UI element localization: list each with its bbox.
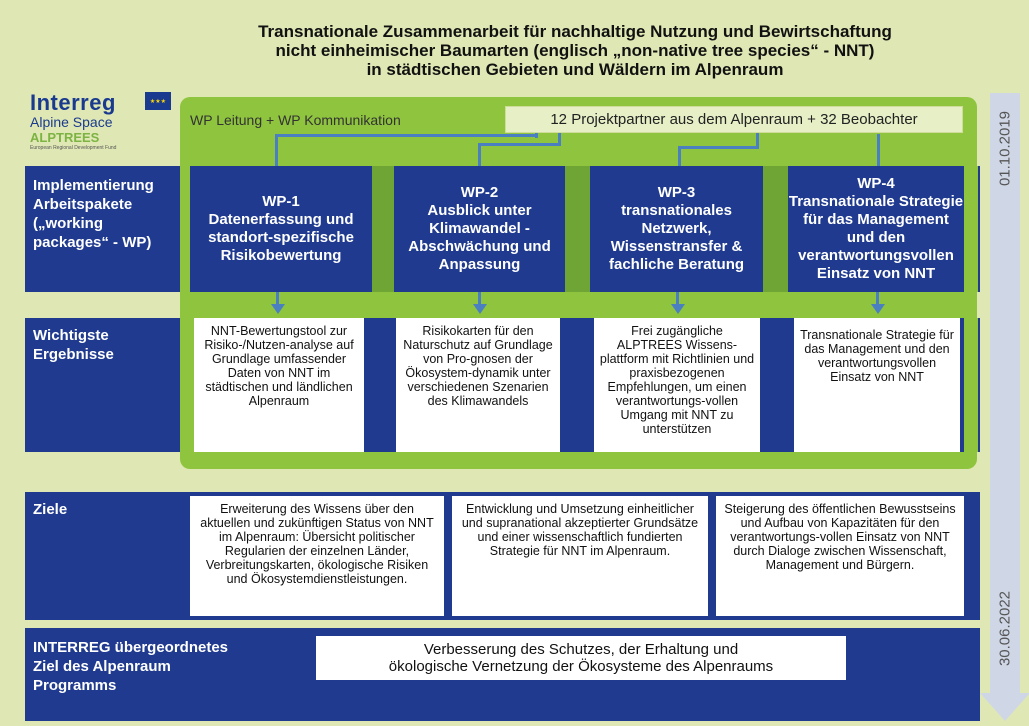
arrow-line	[276, 292, 279, 306]
connector-line	[558, 133, 561, 146]
arrow-down-icon	[671, 304, 685, 314]
wp1-box: WP-1 Datenerfassung und standort-spezifi…	[208, 193, 354, 264]
goal-box-1: Erweiterung des Wissens über den aktuell…	[190, 496, 444, 616]
goal-box-2: Entwicklung und Umsetzung einheitlicher …	[452, 496, 708, 616]
separator	[372, 166, 394, 292]
separator	[964, 318, 978, 452]
separator	[180, 318, 194, 452]
timeline-bar	[990, 93, 1020, 693]
interreg-goal-box: Verbesserung des Schutzes, der Erhaltung…	[316, 636, 846, 680]
connector-line	[756, 133, 759, 149]
arrow-down-icon	[473, 304, 487, 314]
separator	[180, 166, 190, 292]
separator	[763, 166, 788, 292]
arrow-down-icon	[271, 304, 285, 314]
wp4-box: WP-4 Transnationale Strategie für das Ma…	[788, 175, 964, 282]
arrow-line	[478, 292, 481, 306]
arrow-line	[676, 292, 679, 306]
goal-box-3: Steigerung des öffentlichen Bewusstseins…	[716, 496, 964, 616]
partner-box: 12 Projektpartner aus dem Alpenraum + 32…	[505, 106, 963, 133]
timeline-start-date: 01.10.2019	[996, 110, 1014, 187]
result-box-2: Risikokarten für den Naturschutz auf Gru…	[396, 318, 560, 452]
connector-line	[478, 143, 558, 146]
result-box-1: NNT-Bewertungstool zur Risiko-/Nutzen-an…	[194, 318, 364, 452]
result-box-4: Transnationale Strategie für das Managem…	[794, 318, 960, 452]
separator	[565, 166, 590, 292]
connector-line	[275, 134, 278, 166]
arrow-down-icon	[871, 304, 885, 314]
separator	[964, 166, 978, 292]
timeline-arrowhead	[980, 693, 1029, 721]
result-box-3: Frei zugängliche ALPTREES Wissens-plattf…	[594, 318, 760, 452]
ergebnisse-label: Wichtigste Ergebnisse	[33, 327, 114, 363]
connector-line	[678, 146, 758, 149]
connector-line	[275, 134, 537, 137]
wp3-box: WP-3 transnationales Netzwerk, Wissenstr…	[608, 184, 745, 273]
implementierung-label: Implementierung Arbeitspakete („working …	[33, 177, 154, 251]
eu-flag-icon: ★★★	[145, 92, 171, 110]
connector-line	[478, 143, 481, 166]
wp2-box: WP-2 Ausblick unter Klimawandel - Abschw…	[408, 184, 551, 273]
timeline-end-date: 30.06.2022	[996, 590, 1014, 667]
page-title: Transnationale Zusammenarbeit für nachha…	[258, 22, 892, 79]
arrow-line	[876, 292, 879, 306]
interreg-logo: Interreg Alpine Space ALPTREES European …	[30, 90, 117, 152]
connector-line	[678, 146, 681, 166]
interreg-label: INTERREG übergeordnetes Ziel des Alpenra…	[33, 639, 229, 694]
wp-leitung-label: WP Leitung + WP Kommunikation	[190, 112, 401, 128]
connector-line	[877, 134, 880, 166]
connector-line	[535, 133, 538, 138]
ziele-label: Ziele	[33, 501, 68, 518]
